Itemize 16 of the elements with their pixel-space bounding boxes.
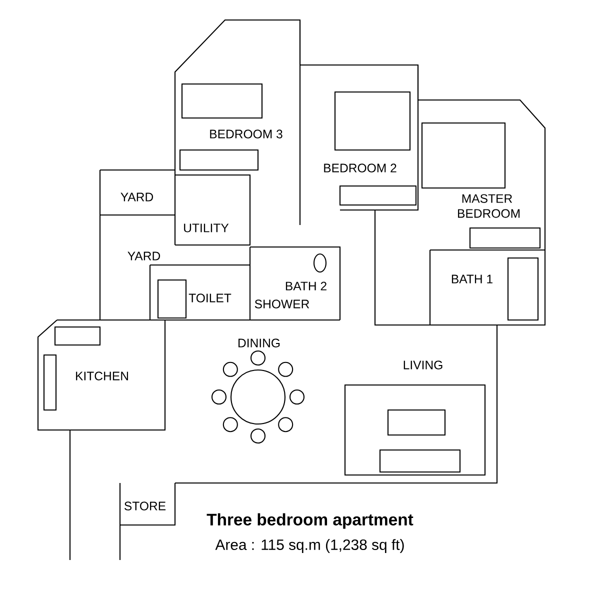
room-label: STORE bbox=[124, 502, 166, 510]
room-label: MASTER BEDROOM bbox=[458, 194, 520, 218]
room-label: LIVING bbox=[404, 360, 442, 370]
room-label: KITCHEN bbox=[76, 372, 128, 380]
caption: Area : 115 sq.m (1,238 sq ft) bbox=[215, 539, 404, 553]
room-label: BEDROOM 3 bbox=[210, 130, 282, 138]
room-label: YARD bbox=[128, 252, 160, 260]
room-label: TOILET bbox=[188, 294, 232, 302]
room-label: SHOWER bbox=[254, 300, 310, 308]
room-label: YARD bbox=[120, 192, 154, 202]
title: Three bedroom apartment bbox=[206, 513, 414, 529]
room-label: BATH 1 bbox=[452, 274, 492, 284]
room-label: UTILITY bbox=[184, 224, 229, 232]
room-label: BEDROOM 2 bbox=[324, 164, 396, 172]
room-label: DINING bbox=[238, 338, 280, 348]
room-label: BATH 2 bbox=[286, 282, 326, 290]
